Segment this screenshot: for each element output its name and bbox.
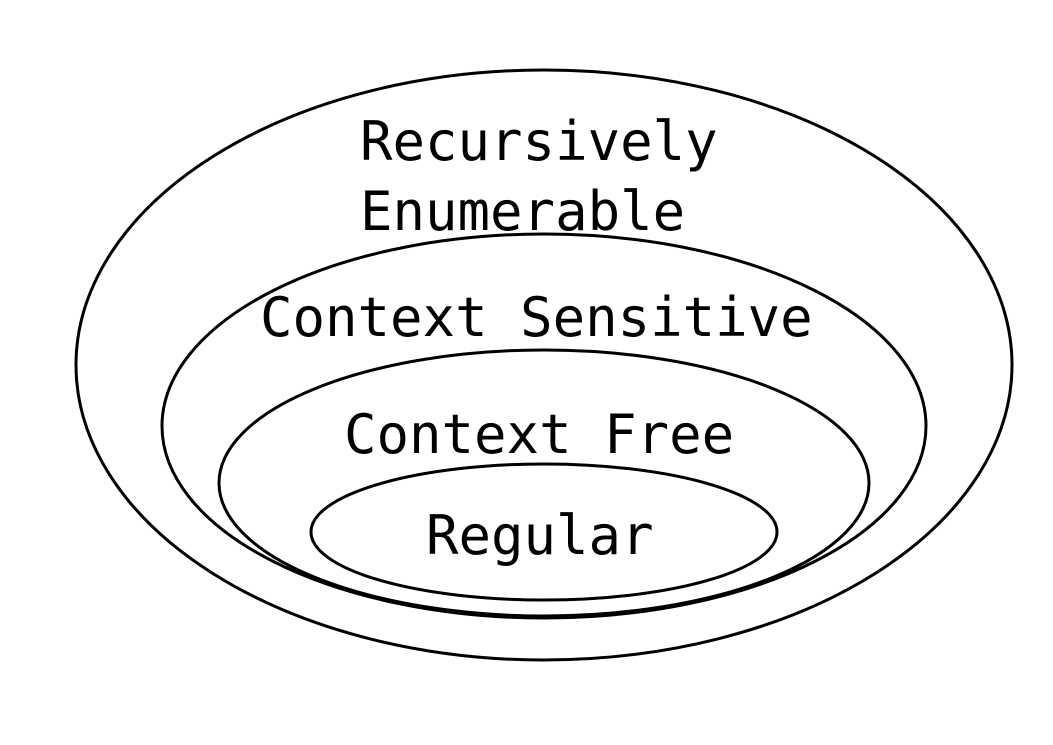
recursively-enumerable-ellipse (74, 68, 1014, 662)
context-sensitive-label: Context Sensitive (260, 286, 813, 349)
regular-ellipse (309, 462, 779, 602)
recursively-enumerable-label-line-1: Recursively (360, 110, 718, 173)
regular-label: Regular (426, 504, 654, 567)
context-free-label: Context Free (344, 403, 734, 466)
recursively-enumerable-label-line-2: Enumerable (360, 180, 685, 243)
context-sensitive-ellipse (160, 232, 928, 620)
context-free-ellipse (217, 348, 871, 618)
